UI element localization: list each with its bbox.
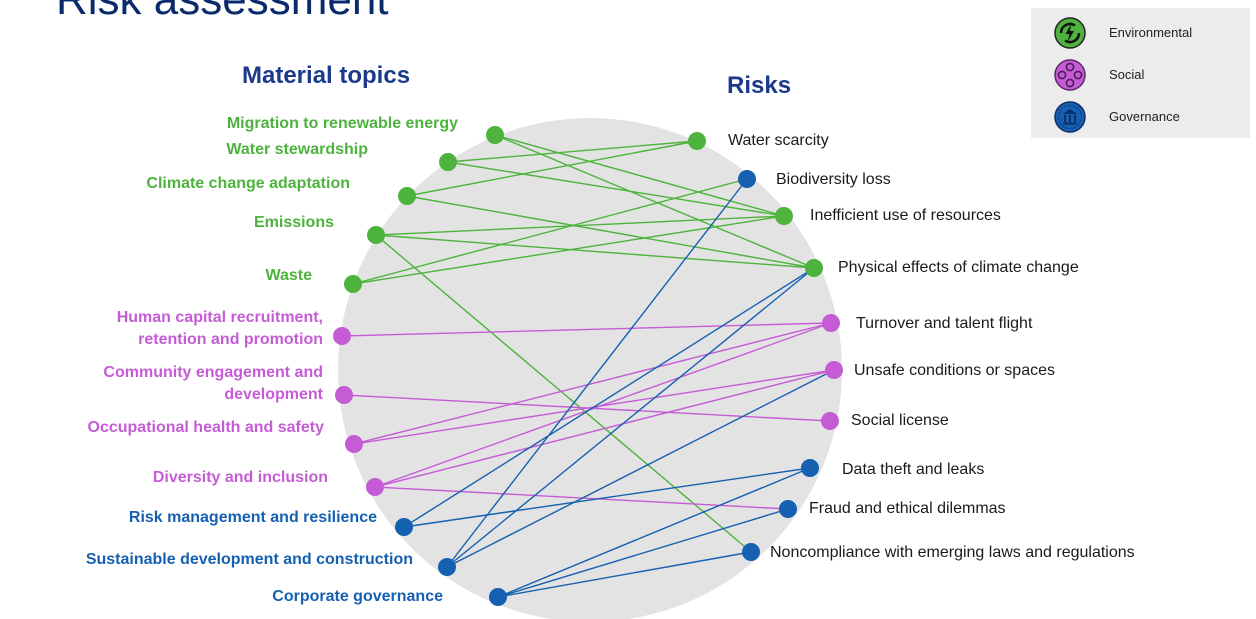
nodes-layer <box>333 126 843 606</box>
risks-heading: Risks <box>727 72 792 99</box>
risk-node <box>822 314 840 332</box>
link-line <box>403 267 815 528</box>
link-line <box>341 322 832 337</box>
topic-label: Occupational health and safety <box>87 419 325 436</box>
links-layer <box>341 134 835 598</box>
legend-label-social: Social <box>1109 67 1145 82</box>
topics-heading: Material topics <box>242 62 411 89</box>
topic-label: Risk management and resilience <box>128 509 377 526</box>
risk-node <box>738 170 756 188</box>
link-line <box>447 161 785 217</box>
topic-label: Waste <box>265 267 312 284</box>
link-line <box>494 134 785 217</box>
people-network-icon <box>1054 59 1086 91</box>
risk-node <box>825 361 843 379</box>
topic-label: Diversity and inclusion <box>152 469 328 486</box>
legend: Environmental Social Governance <box>1031 8 1250 138</box>
risk-node <box>821 412 839 430</box>
risk-label: Unsafe conditions or spaces <box>854 362 1055 379</box>
topic-label: Water stewardship <box>226 141 368 158</box>
topic-node <box>345 435 363 453</box>
risk-node <box>775 207 793 225</box>
legend-label-governance: Governance <box>1109 109 1180 124</box>
link-line <box>497 508 789 598</box>
link-line <box>494 134 815 269</box>
topic-node <box>344 275 362 293</box>
topic-node <box>489 588 507 606</box>
recycle-lightning-icon <box>1054 17 1086 49</box>
risk-label: Data theft and leaks <box>842 461 985 478</box>
risk-node <box>688 132 706 150</box>
link-line <box>353 322 832 445</box>
risk-label: Biodiversity loss <box>776 171 891 188</box>
government-building-icon <box>1054 101 1086 133</box>
link-line <box>447 140 698 163</box>
risk-node <box>742 543 760 561</box>
link-line <box>374 322 832 488</box>
risk-node <box>779 500 797 518</box>
risk-label: Turnover and talent flight <box>856 315 1033 332</box>
risk-label: Physical effects of climate change <box>838 259 1079 276</box>
topic-node <box>486 126 504 144</box>
topic-node <box>439 153 457 171</box>
link-line <box>403 467 811 528</box>
link-line <box>375 234 815 269</box>
background-circle <box>338 118 842 619</box>
topic-node <box>398 187 416 205</box>
link-line <box>406 195 815 269</box>
risk-label: Fraud and ethical dilemmas <box>809 500 1006 517</box>
link-line <box>497 551 752 598</box>
link-line <box>406 140 698 197</box>
link-line <box>446 178 748 568</box>
topic-label: Human capital recruitment,retention and … <box>116 309 323 348</box>
legend-label-environmental: Environmental <box>1109 25 1193 40</box>
topic-node <box>367 226 385 244</box>
risk-node <box>801 459 819 477</box>
risk-label: Water scarcity <box>728 132 829 149</box>
topic-label: Sustainable development and construction <box>85 551 413 568</box>
link-line <box>352 215 785 285</box>
link-line <box>374 369 835 488</box>
risk-label: Social license <box>851 412 949 429</box>
topic-node <box>366 478 384 496</box>
topic-node <box>438 558 456 576</box>
topic-node <box>335 386 353 404</box>
link-line <box>446 369 835 568</box>
topic-label: Emissions <box>253 214 334 231</box>
topic-label: Corporate governance <box>272 588 443 605</box>
risk-label: Inefficient use of resources <box>810 207 1001 224</box>
topic-label: Climate change adaptation <box>146 175 350 192</box>
topic-node <box>395 518 413 536</box>
risk-node <box>805 259 823 277</box>
topic-node <box>333 327 351 345</box>
page-title: Risk assessment <box>56 0 389 22</box>
link-line <box>446 267 815 568</box>
risk-label: Noncompliance with emerging laws and reg… <box>770 544 1135 561</box>
link-line <box>497 467 811 598</box>
link-line <box>352 178 748 285</box>
topic-label: Migration to renewable energy <box>226 115 458 132</box>
link-line <box>375 234 752 553</box>
